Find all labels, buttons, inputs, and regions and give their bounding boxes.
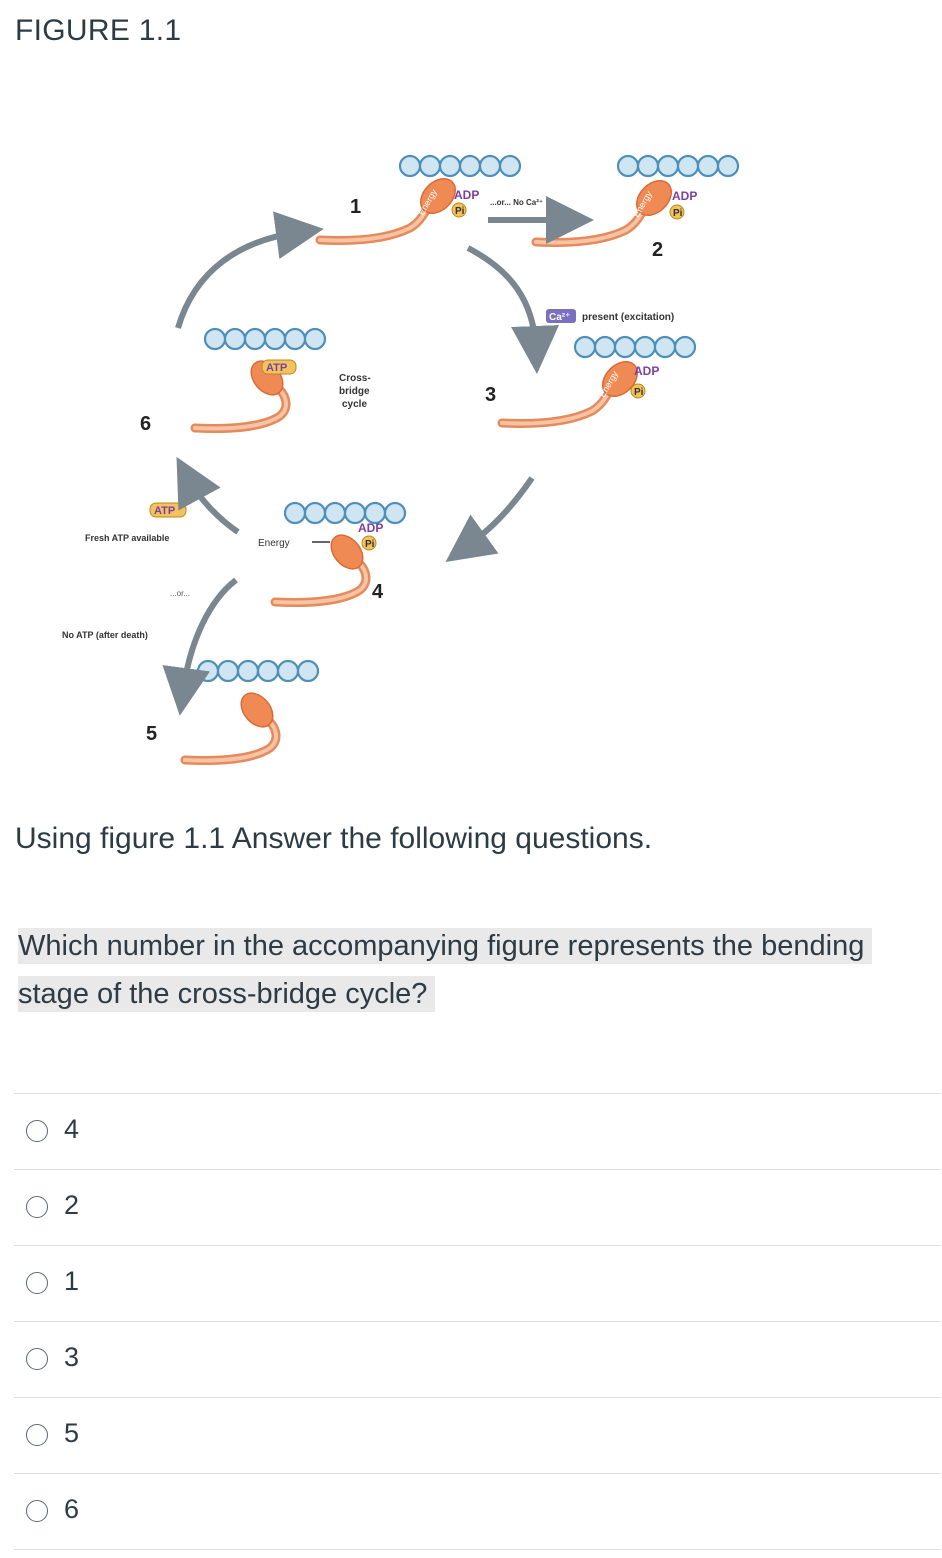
adp-label-2: ADP [672,189,697,203]
adp-label-3: ADP [634,364,659,378]
question-highlight: Which number in the accompanying figure … [18,928,873,1012]
svg-text:bridge: bridge [339,386,370,397]
stage-number-2: 2 [652,239,663,261]
answer-list: 4 2 1 3 5 6 [14,1093,941,1550]
stage-1-group: Energy Pi ADP 1 [320,154,522,241]
or-label: ...or... [170,589,190,598]
answer-label: 4 [64,1114,80,1144]
stage-number-4: 4 [372,581,384,603]
answer-label: 6 [64,1494,80,1524]
fresh-atp-label: Fresh ATP available [85,533,169,543]
answer-option-4[interactable]: 4 [14,1093,941,1169]
answer-option-6[interactable]: 6 [14,1473,941,1550]
adp-label-1: ADP [454,188,479,202]
pi-label-4: Pi [365,539,375,550]
stage-number-5: 5 [146,723,157,745]
answer-option-2[interactable]: 2 [14,1169,941,1245]
ca-present-label: present (excitation) [582,312,674,323]
cycle-arrows [162,196,594,716]
question-text: Which number in the accompanying figure … [18,922,942,1018]
answer-label: 2 [64,1190,80,1220]
svg-text:Cross-: Cross- [339,373,371,384]
no-atp-label: No ATP (after death) [62,630,148,640]
atp-label-6: ATP [266,362,287,374]
side-labels: ATP Fresh ATP available ...or... No ATP … [62,198,543,640]
svg-text:cycle: cycle [342,399,367,410]
stage-number-3: 3 [485,384,496,406]
or-no-ca-label: ...or... No Ca²⁺ [490,198,543,207]
stage-6-group: ATP 6 [140,327,327,435]
answer-label: 5 [64,1418,80,1448]
fresh-atp-badge: ATP [154,505,175,517]
answer-option-3[interactable]: 3 [14,1321,941,1397]
radio-button[interactable] [26,1500,48,1522]
answer-label: 3 [64,1342,80,1372]
adp-label-4: ADP [358,521,383,535]
stage-5-group: 5 [146,659,320,761]
radio-button[interactable] [26,1196,48,1218]
stage-3-group: Energy Pi ADP 3 Ca²⁺ present (excitation… [485,309,697,424]
radio-button[interactable] [26,1272,48,1294]
pi-label-3: Pi [634,387,644,398]
stage-4-group: Pi ADP Energy 4 [258,501,407,603]
figure-title: FIGURE 1.1 [15,14,182,47]
stage-number-1: 1 [350,196,361,218]
cross-bridge-cycle-label: Cross- bridge cycle [339,373,371,410]
answer-option-5[interactable]: 5 [14,1397,941,1473]
ca-label: Ca²⁺ [549,312,570,323]
answer-option-1[interactable]: 1 [14,1245,941,1321]
energy-label: Energy [258,538,290,549]
pi-label-1: Pi [455,206,465,217]
stage-2-group: Energy Pi ADP 2 [536,154,740,261]
cross-bridge-cycle-figure: Energy Pi ADP 1 Energy Pi ADP 2 Energy P… [62,154,740,800]
intro-text: Using figure 1.1 Answer the following qu… [15,822,653,855]
pi-label-2: Pi [673,208,683,219]
radio-button[interactable] [26,1120,48,1142]
answer-label: 1 [64,1266,80,1296]
radio-button[interactable] [26,1348,48,1370]
stage-number-6: 6 [140,413,151,435]
radio-button[interactable] [26,1424,48,1446]
